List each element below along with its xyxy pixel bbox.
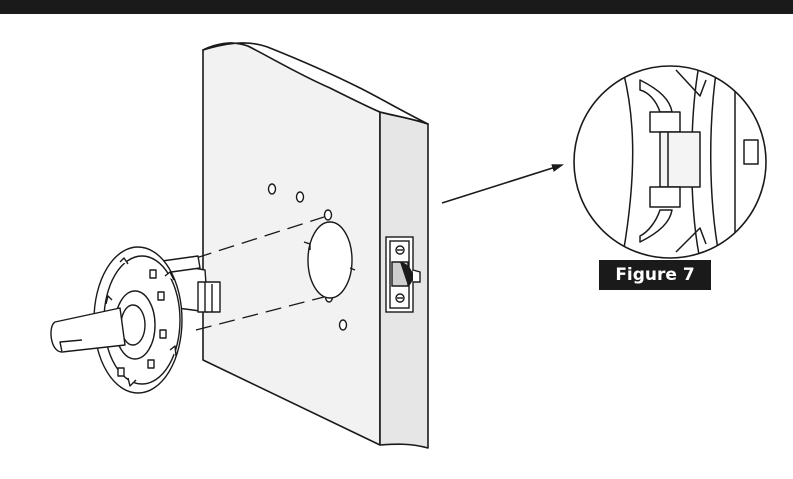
- door-face-holes: [267, 183, 356, 331]
- header-rule: [0, 0, 793, 14]
- lock-assembly-icon: [50, 246, 221, 394]
- detail-magnifier-icon: [573, 65, 767, 259]
- figure-label: Figure 7: [599, 260, 711, 290]
- alignment-lines: [195, 216, 325, 331]
- latch-plate-icon: [385, 236, 421, 313]
- arrow-icon: [441, 164, 564, 204]
